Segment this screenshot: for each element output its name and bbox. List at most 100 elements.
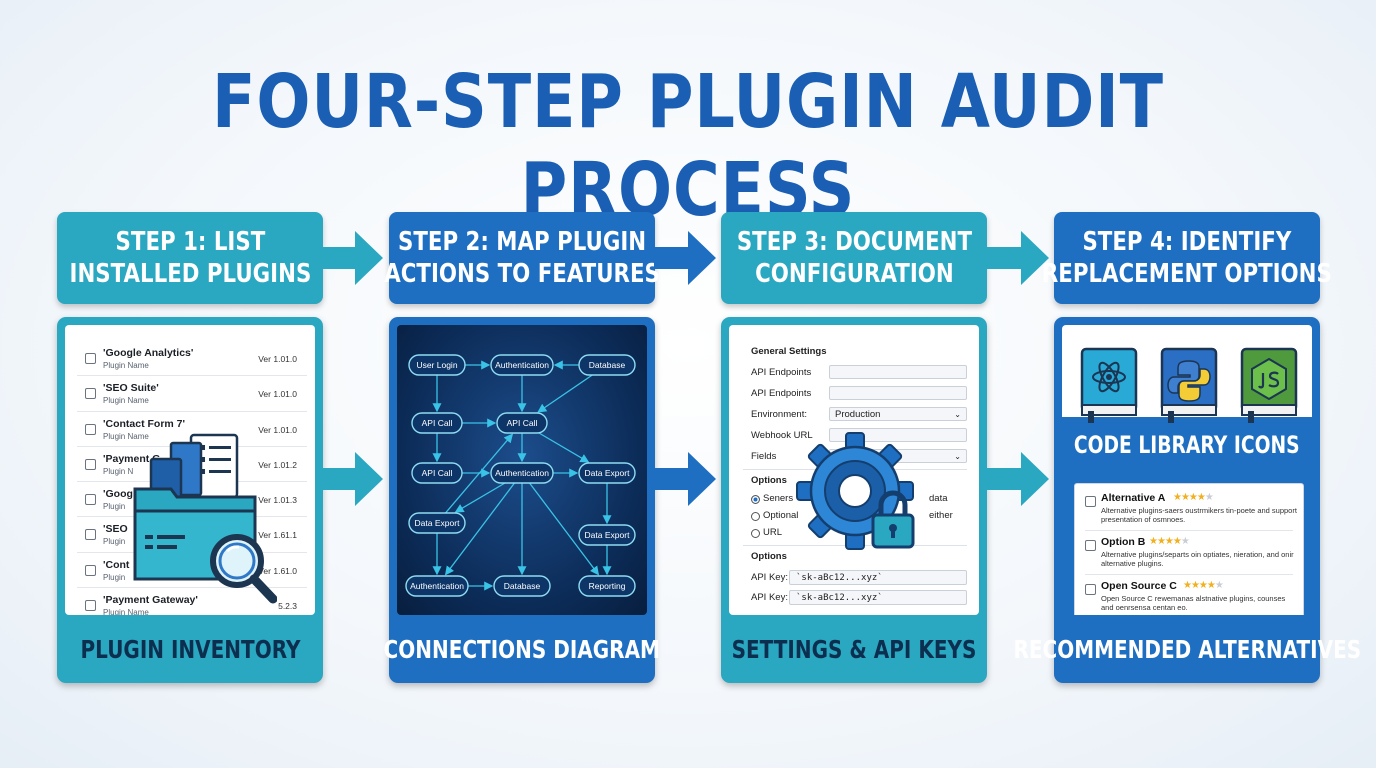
plugin-version: Ver 1.01.3 (258, 495, 297, 506)
plugin-sub: Plugin Name (103, 608, 149, 615)
plugin-sub: Plugin (103, 502, 126, 512)
connection-arrow (454, 482, 506, 513)
diagram-node: User Login (408, 354, 466, 376)
radio-label: URL (763, 527, 783, 538)
connection-arrow (445, 433, 514, 514)
diagram-node-label: API Call (422, 418, 453, 428)
arrow-right-icon (987, 452, 1049, 506)
diagram-node-label: Data Export (415, 518, 461, 528)
diagram-node: Database (578, 354, 636, 376)
python-icon (1160, 347, 1218, 423)
checkbox[interactable] (85, 388, 96, 400)
plugin-sub: Plugin N (103, 466, 134, 476)
general-settings-heading: General Settings (751, 346, 827, 357)
diagram-node: Authentication (490, 354, 554, 376)
radio-right-text: data (929, 493, 948, 504)
checkbox[interactable] (85, 564, 96, 576)
arrow-right-icon (321, 452, 383, 506)
library-icons-band (1062, 325, 1312, 423)
api-endpoints-input[interactable] (829, 365, 967, 379)
table-row[interactable]: 'SEO Suite'Plugin Name Ver 1.01.0 (77, 376, 307, 412)
plugin-name: 'Contact Form 7' (103, 417, 186, 430)
api-key-label: API Key: (751, 592, 788, 603)
radio-seners[interactable] (751, 495, 760, 504)
radio-url[interactable] (751, 529, 760, 538)
plugin-sub: Plugin Name (103, 396, 149, 406)
plugin-sub: Plugin (103, 572, 126, 582)
checkbox[interactable] (85, 529, 96, 541)
step-4-heading-line2: REPLACEMENT OPTIONS (1041, 259, 1333, 289)
diagram-node-label: Database (589, 360, 626, 370)
diagram-node-label: API Call (507, 418, 538, 428)
diagram-node-label: Data Export (585, 468, 631, 478)
checkbox[interactable] (1085, 540, 1096, 551)
step-4-header: STEP 4: IDENTIFY REPLACEMENT OPTIONS (1042, 212, 1332, 304)
diagram-node-label: Authentication (495, 468, 549, 478)
field-label: Webhook URL (751, 430, 813, 441)
page-title: FOUR-STEP PLUGIN AUDIT PROCESS (212, 59, 1164, 233)
checkbox[interactable] (85, 458, 96, 470)
plugin-sub: Plugin (103, 537, 126, 547)
checkbox[interactable] (1085, 584, 1096, 595)
step-3-heading-line1: STEP 3: DOCUMENT (736, 227, 972, 257)
plugin-name: 'Cont (103, 558, 130, 571)
plugin-sub: Plugin Name (103, 361, 149, 370)
options-heading: Options (751, 475, 787, 486)
api-key-input[interactable]: `sk-aBc12...xyz` (789, 570, 967, 585)
settings-panel: General Settings API Endpoints API Endpo… (729, 325, 979, 615)
step-4-footer: RECOMMENDED ALTERNATIVES (1013, 634, 1361, 664)
star-rating: ★★★★★ (1183, 580, 1224, 591)
step-3-footer: SETTINGS & API KEYS (731, 634, 977, 664)
plugin-name: 'Goog (103, 488, 133, 501)
api-endpoints-input-2[interactable] (829, 386, 967, 400)
field-label: API Endpoints (751, 388, 812, 399)
plugin-sub: Plugin Name (103, 431, 149, 441)
star-rating: ★★★★★ (1173, 492, 1214, 503)
folder-search-icon (133, 433, 277, 604)
step-2-header: STEP 2: MAP PLUGIN ACTIONS TO FEATURES (384, 212, 660, 304)
api-key-input-2[interactable]: `sk-aBc12...xyz` (789, 590, 967, 605)
checkbox[interactable] (1085, 496, 1096, 507)
plugin-name: 'Payment Gateway' (103, 594, 198, 607)
diagram-node: Authentication (490, 462, 554, 484)
plugin-version: Ver 1.01.0 (258, 389, 297, 400)
nodejs-icon (1240, 347, 1298, 423)
diagram-node-label: Authentication (495, 360, 549, 370)
radio-optional[interactable] (751, 512, 760, 521)
step-3-card: General Settings API Endpoints API Endpo… (721, 317, 987, 683)
checkbox[interactable] (85, 494, 96, 506)
options-heading-2: Options (751, 551, 787, 562)
step-2-heading-line1: STEP 2: MAP PLUGIN (397, 227, 647, 257)
diagram-node: Authentication (405, 575, 469, 597)
checkbox[interactable] (85, 353, 96, 364)
plugin-name: 'SEO Suite' (103, 382, 159, 395)
checkbox[interactable] (85, 423, 96, 435)
connection-arrow (537, 374, 593, 413)
step-3-heading-line2: CONFIGURATION (754, 259, 954, 289)
field-label: Environment: (751, 409, 807, 420)
diagram-node-label: API Call (422, 468, 453, 478)
diagram-node: API Call (496, 412, 548, 434)
chevron-down-icon: ⌄ (954, 410, 961, 419)
plugin-version: Ver 1.01.0 (258, 354, 297, 364)
gear-lock-icon (796, 432, 915, 550)
divider (1085, 530, 1293, 531)
connection-arrow (529, 482, 600, 576)
alternatives-list: Alternative A ★★★★★ Alternative plugins-… (1074, 483, 1304, 615)
diagram-node: Data Export (578, 524, 636, 546)
checkbox[interactable] (85, 600, 96, 612)
environment-select[interactable]: Production ⌄ (829, 407, 967, 421)
step-1-footer: PLUGIN INVENTORY (80, 634, 301, 664)
step-4-card: CODE LIBRARY ICONS Alternative A ★★★★★ A… (1013, 317, 1361, 683)
react-icon (1080, 347, 1138, 423)
connection-arrow (538, 432, 590, 463)
diagram-node-label: User Login (416, 360, 457, 370)
diagram-node: Data Export (408, 512, 466, 534)
plugin-version: Ver 1.61.1 (258, 530, 297, 541)
